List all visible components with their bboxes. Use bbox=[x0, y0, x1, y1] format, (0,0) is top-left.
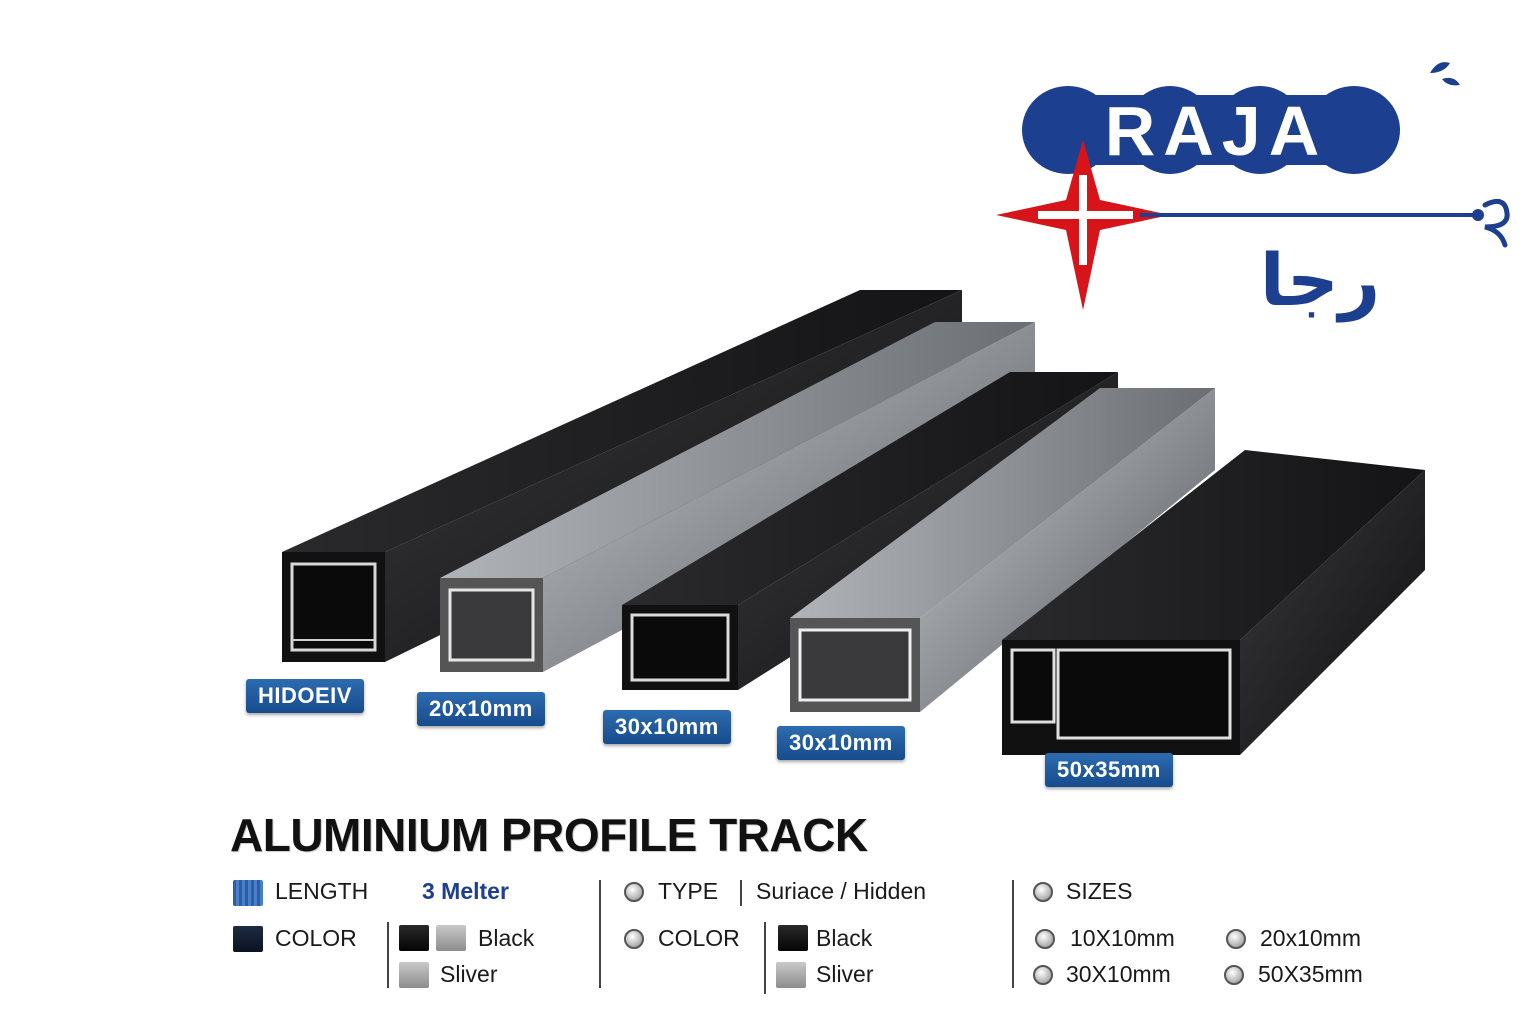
bullet-icon bbox=[1226, 929, 1246, 949]
length-value: 3 Melter bbox=[422, 878, 509, 904]
sizes-label: SIZES bbox=[1066, 878, 1133, 904]
product-label-1: HIDOEIV bbox=[246, 679, 364, 713]
black-swatch bbox=[399, 925, 429, 951]
type-value: Suriace / Hidden bbox=[756, 878, 927, 904]
size-option: 50X35mm bbox=[1258, 961, 1363, 987]
svg-text:RAJA: RAJA bbox=[1105, 92, 1328, 170]
color-label: COLOR bbox=[275, 925, 357, 951]
product-label-3: 30x10mm bbox=[603, 710, 731, 744]
size-option: 10X10mm bbox=[1070, 925, 1175, 951]
red-star-emblem bbox=[996, 140, 1170, 310]
color-option-silver-2: Sliver bbox=[816, 961, 874, 987]
svg-text:رجا: رجا bbox=[1260, 238, 1380, 323]
brand-wordmark: RAJA bbox=[1022, 62, 1460, 174]
size-option: 20x10mm bbox=[1260, 925, 1361, 951]
bullet-icon bbox=[624, 882, 644, 902]
bullet-icon bbox=[1033, 965, 1053, 985]
size-option: 30X10mm bbox=[1066, 961, 1171, 987]
bullet-icon bbox=[1035, 929, 1055, 949]
product-title: ALUMINIUM PROFILE TRACK bbox=[230, 809, 868, 861]
color-label-2: COLOR bbox=[658, 925, 740, 951]
divider bbox=[387, 922, 389, 988]
raja-logo: RAJA رجا bbox=[996, 62, 1510, 323]
color-option-black-2: Black bbox=[816, 925, 873, 951]
bullet-icon bbox=[1033, 882, 1053, 902]
silver-swatch bbox=[399, 962, 429, 988]
color-option-black: Black bbox=[478, 925, 535, 951]
bullet-icon bbox=[1224, 965, 1244, 985]
color-icon bbox=[233, 926, 263, 952]
product-label-4: 30x10mm bbox=[777, 726, 905, 760]
silver-swatch bbox=[776, 962, 806, 988]
black-swatch bbox=[778, 925, 808, 951]
type-label: TYPE bbox=[658, 878, 719, 904]
profile-track-4 bbox=[790, 388, 1215, 712]
bullet-icon bbox=[624, 929, 644, 949]
product-label-5: 50x35mm bbox=[1045, 753, 1173, 787]
divider bbox=[764, 922, 766, 994]
divider bbox=[740, 880, 742, 906]
color-option-silver: Sliver bbox=[440, 961, 498, 987]
silver-swatch bbox=[436, 925, 466, 951]
column-divider bbox=[1012, 880, 1014, 988]
profile-track-5 bbox=[1002, 450, 1425, 755]
column-divider bbox=[599, 880, 601, 988]
length-label: LENGTH bbox=[275, 878, 369, 904]
product-label-2: 20x10mm bbox=[417, 692, 545, 726]
ruler-icon bbox=[233, 880, 263, 906]
